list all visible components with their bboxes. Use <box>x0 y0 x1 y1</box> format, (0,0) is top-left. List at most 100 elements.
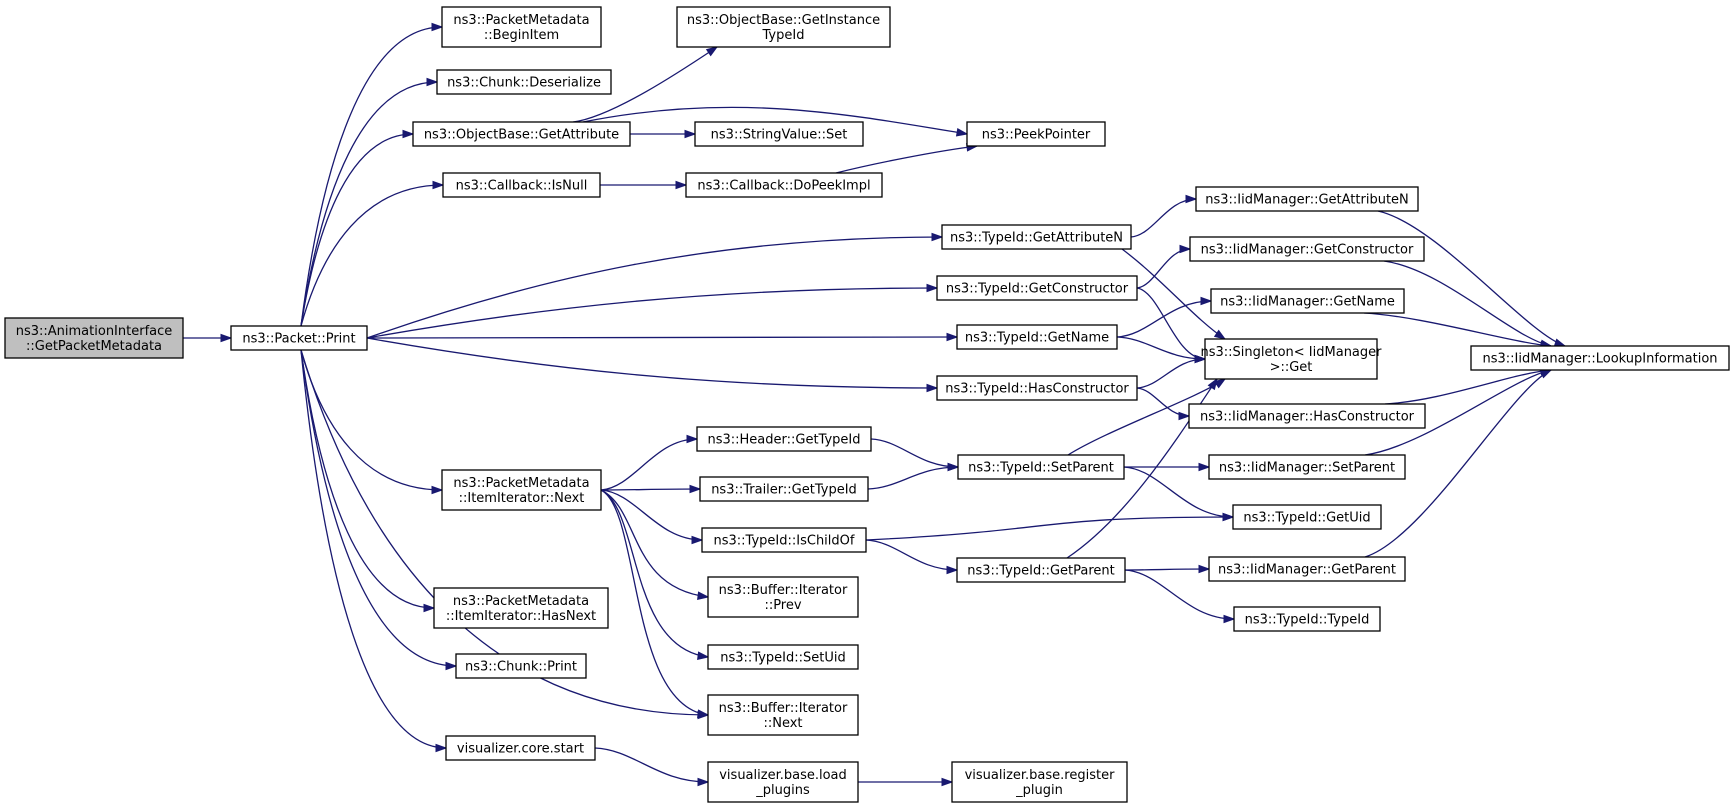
node-box <box>230 325 368 351</box>
edge-pm_ii_next-to-tid_ischildof-arrowhead <box>691 535 704 545</box>
edge-root-to-packet_print-arrowhead <box>220 333 233 343</box>
node-box <box>441 6 602 48</box>
edge-tid_ischildof-to-tid_getparent <box>865 539 958 571</box>
node-tid-getname[interactable]: ns3::TypeId::GetName <box>956 324 1118 350</box>
node-iid-getname[interactable]: ns3::IidManager::GetName <box>1210 288 1405 314</box>
node-label: TypeId <box>762 28 805 43</box>
node-label: ns3::TypeId::GetParent <box>967 564 1115 579</box>
node-cb-isnull[interactable]: ns3::Callback::IsNull <box>442 172 601 198</box>
node-box <box>1195 186 1419 212</box>
node-box <box>1232 504 1382 530</box>
node-label: ::ItemIterator::HasNext <box>446 609 596 624</box>
node-label: ns3::TypeId::GetName <box>965 331 1109 346</box>
node-label: ns3::Packet::Print <box>242 332 355 347</box>
edge-packet_print-to-chunk_print <box>300 349 457 667</box>
node-ob-getattribute[interactable]: ns3::ObjectBase::GetAttribute <box>412 121 631 147</box>
edge-tid_setparent-to-singleton_get-arrowhead <box>1213 378 1227 389</box>
node-iid-setparent[interactable]: ns3::IidManager::SetParent <box>1208 454 1406 480</box>
edge-packet_print-to-tid_getattributen <box>366 236 943 339</box>
edge-vis_core_start-to-vis_base_load_plugins-arrowhead <box>697 777 710 787</box>
edge-pm_ii_next-to-header_gettypeid <box>600 438 698 491</box>
edge-iid_getattributen-to-iid_lookupinformation <box>1377 210 1566 347</box>
edge-tid_getname-to-iid_getname-arrowhead <box>1200 296 1213 306</box>
node-tid-getuid[interactable]: ns3::TypeId::GetUid <box>1232 504 1382 530</box>
edge-packet_print-to-tid_hasconstructor <box>366 337 938 389</box>
node-tid-ischildof[interactable]: ns3::TypeId::IsChildOf <box>701 527 867 553</box>
node-tid-typeid[interactable]: ns3::TypeId::TypeId <box>1233 606 1381 632</box>
edge-tid_getname-to-singleton_get <box>1116 336 1206 360</box>
node-box <box>436 69 612 95</box>
node-header-gettypeid[interactable]: ns3::Header::GetTypeId <box>696 426 872 452</box>
node-box <box>1470 345 1730 371</box>
edge-tid_hasconstructor-to-singleton_get <box>1136 358 1206 389</box>
edge-tid_getconstructor-to-singleton_get <box>1136 287 1206 360</box>
edge-tid_hasconstructor-to-singleton_get-arrowhead <box>1194 354 1207 364</box>
node-cb-dopeekimpl[interactable]: ns3::Callback::DoPeekImpl <box>685 172 883 198</box>
node-tid-setparent[interactable]: ns3::TypeId::SetParent <box>957 454 1125 480</box>
node-label: ns3::IidManager::GetName <box>1220 295 1395 310</box>
node-tid-getconstructor[interactable]: ns3::TypeId::GetConstructor <box>936 275 1138 301</box>
node-label: ::BeginItem <box>484 28 559 43</box>
node-label: ns3::Callback::IsNull <box>456 179 588 194</box>
node-label: ns3::IidManager::GetAttributeN <box>1205 193 1409 208</box>
edge-tid_setparent-to-tid_getuid-arrowhead <box>1222 512 1235 522</box>
node-box <box>433 587 609 629</box>
node-packet-print[interactable]: ns3::Packet::Print <box>230 325 368 351</box>
node-label: ns3::TypeId::TypeId <box>1245 613 1370 628</box>
node-tid-setuid[interactable]: ns3::TypeId::SetUid <box>707 644 859 670</box>
edge-tid_setparent-to-tid_getuid <box>1123 466 1234 518</box>
node-box <box>701 527 867 553</box>
node-box <box>676 6 891 48</box>
edge-packet_print-to-pm_ii_hasnext <box>300 349 435 609</box>
node-iid-hasconstructor[interactable]: ns3::IidManager::HasConstructor <box>1188 403 1426 429</box>
node-chunk-print[interactable]: ns3::Chunk::Print <box>455 653 587 679</box>
edge-packet_print-to-tid_getattributen-arrowhead <box>931 232 944 242</box>
node-iid-lookupinformation[interactable]: ns3::IidManager::LookupInformation <box>1470 345 1730 371</box>
edge-tid_getparent-to-singleton_get-arrowhead <box>1207 377 1218 391</box>
node-tid-getattributen[interactable]: ns3::TypeId::GetAttributeN <box>941 224 1132 250</box>
node-box <box>956 557 1126 583</box>
node-box <box>699 476 869 502</box>
edge-packet_print-to-pm_ii_next-arrowhead <box>431 485 444 495</box>
node-pm-beginitem[interactable]: ns3::PacketMetadata::BeginItem <box>441 6 602 48</box>
node-singleton-get[interactable]: ns3::Singleton< IidManager >::Get <box>1200 338 1382 380</box>
edge-pm_ii_next-to-trailer_gettypeid-arrowhead <box>689 484 702 494</box>
node-box <box>936 275 1138 301</box>
node-vis-base-register-plugin[interactable]: visualizer.base.register_plugin <box>951 761 1128 803</box>
node-label: ns3::IidManager::HasConstructor <box>1200 410 1415 425</box>
edge-packet_print-to-chunk_print-arrowhead <box>445 661 458 671</box>
node-peekpointer[interactable]: ns3::PeekPointer <box>966 121 1106 147</box>
node-iid-getparent[interactable]: ns3::IidManager::GetParent <box>1208 556 1406 582</box>
node-label: visualizer.base.load <box>719 768 847 783</box>
edge-pm_ii_next-to-buf_iter_prev <box>600 489 709 598</box>
node-label: ns3::Buffer::Iterator <box>719 583 848 598</box>
node-root[interactable]: ns3::AnimationInterface::GetPacketMetada… <box>4 317 184 359</box>
edge-packet_print-to-tid_getconstructor-arrowhead <box>926 283 939 293</box>
node-buf-iter-prev[interactable]: ns3::Buffer::Iterator::Prev <box>707 576 859 618</box>
edge-trailer_gettypeid-to-tid_setparent-arrowhead <box>947 462 960 472</box>
node-iid-getconstructor[interactable]: ns3::IidManager::GetConstructor <box>1189 236 1425 262</box>
edge-iid_setparent-to-iid_lookupinformation <box>1364 369 1552 456</box>
node-label: ns3::Header::GetTypeId <box>707 433 860 448</box>
node-tid-hasconstructor[interactable]: ns3::TypeId::HasConstructor <box>936 375 1138 401</box>
node-trailer-gettypeid[interactable]: ns3::Trailer::GetTypeId <box>699 476 869 502</box>
node-stringvalue-set[interactable]: ns3::StringValue::Set <box>694 121 864 147</box>
node-box <box>441 469 602 511</box>
edge-tid_getattributen-to-singleton_get-arrowhead <box>1213 329 1227 340</box>
node-box <box>1189 236 1425 262</box>
node-label: ns3::TypeId::HasConstructor <box>945 382 1129 397</box>
node-box <box>707 644 859 670</box>
node-label: ns3::Trailer::GetTypeId <box>711 483 857 498</box>
node-label: _plugin <box>1015 783 1063 798</box>
node-buf-iter-next[interactable]: ns3::Buffer::Iterator::Next <box>707 694 859 736</box>
node-pm-ii-next[interactable]: ns3::PacketMetadata::ItemIterator::Next <box>441 469 602 511</box>
node-vis-base-load-plugins[interactable]: visualizer.base.load_plugins <box>707 761 859 803</box>
node-tid-getparent[interactable]: ns3::TypeId::GetParent <box>956 557 1126 583</box>
node-iid-getattributen[interactable]: ns3::IidManager::GetAttributeN <box>1195 186 1419 212</box>
node-pm-ii-hasnext[interactable]: ns3::PacketMetadata::ItemIterator::HasNe… <box>433 587 609 629</box>
node-chunk-deserialize[interactable]: ns3::Chunk::Deserialize <box>436 69 612 95</box>
node-label: ns3::Singleton< IidManager <box>1200 345 1382 360</box>
node-vis-core-start[interactable]: visualizer.core.start <box>445 735 596 761</box>
node-box <box>1233 606 1381 632</box>
